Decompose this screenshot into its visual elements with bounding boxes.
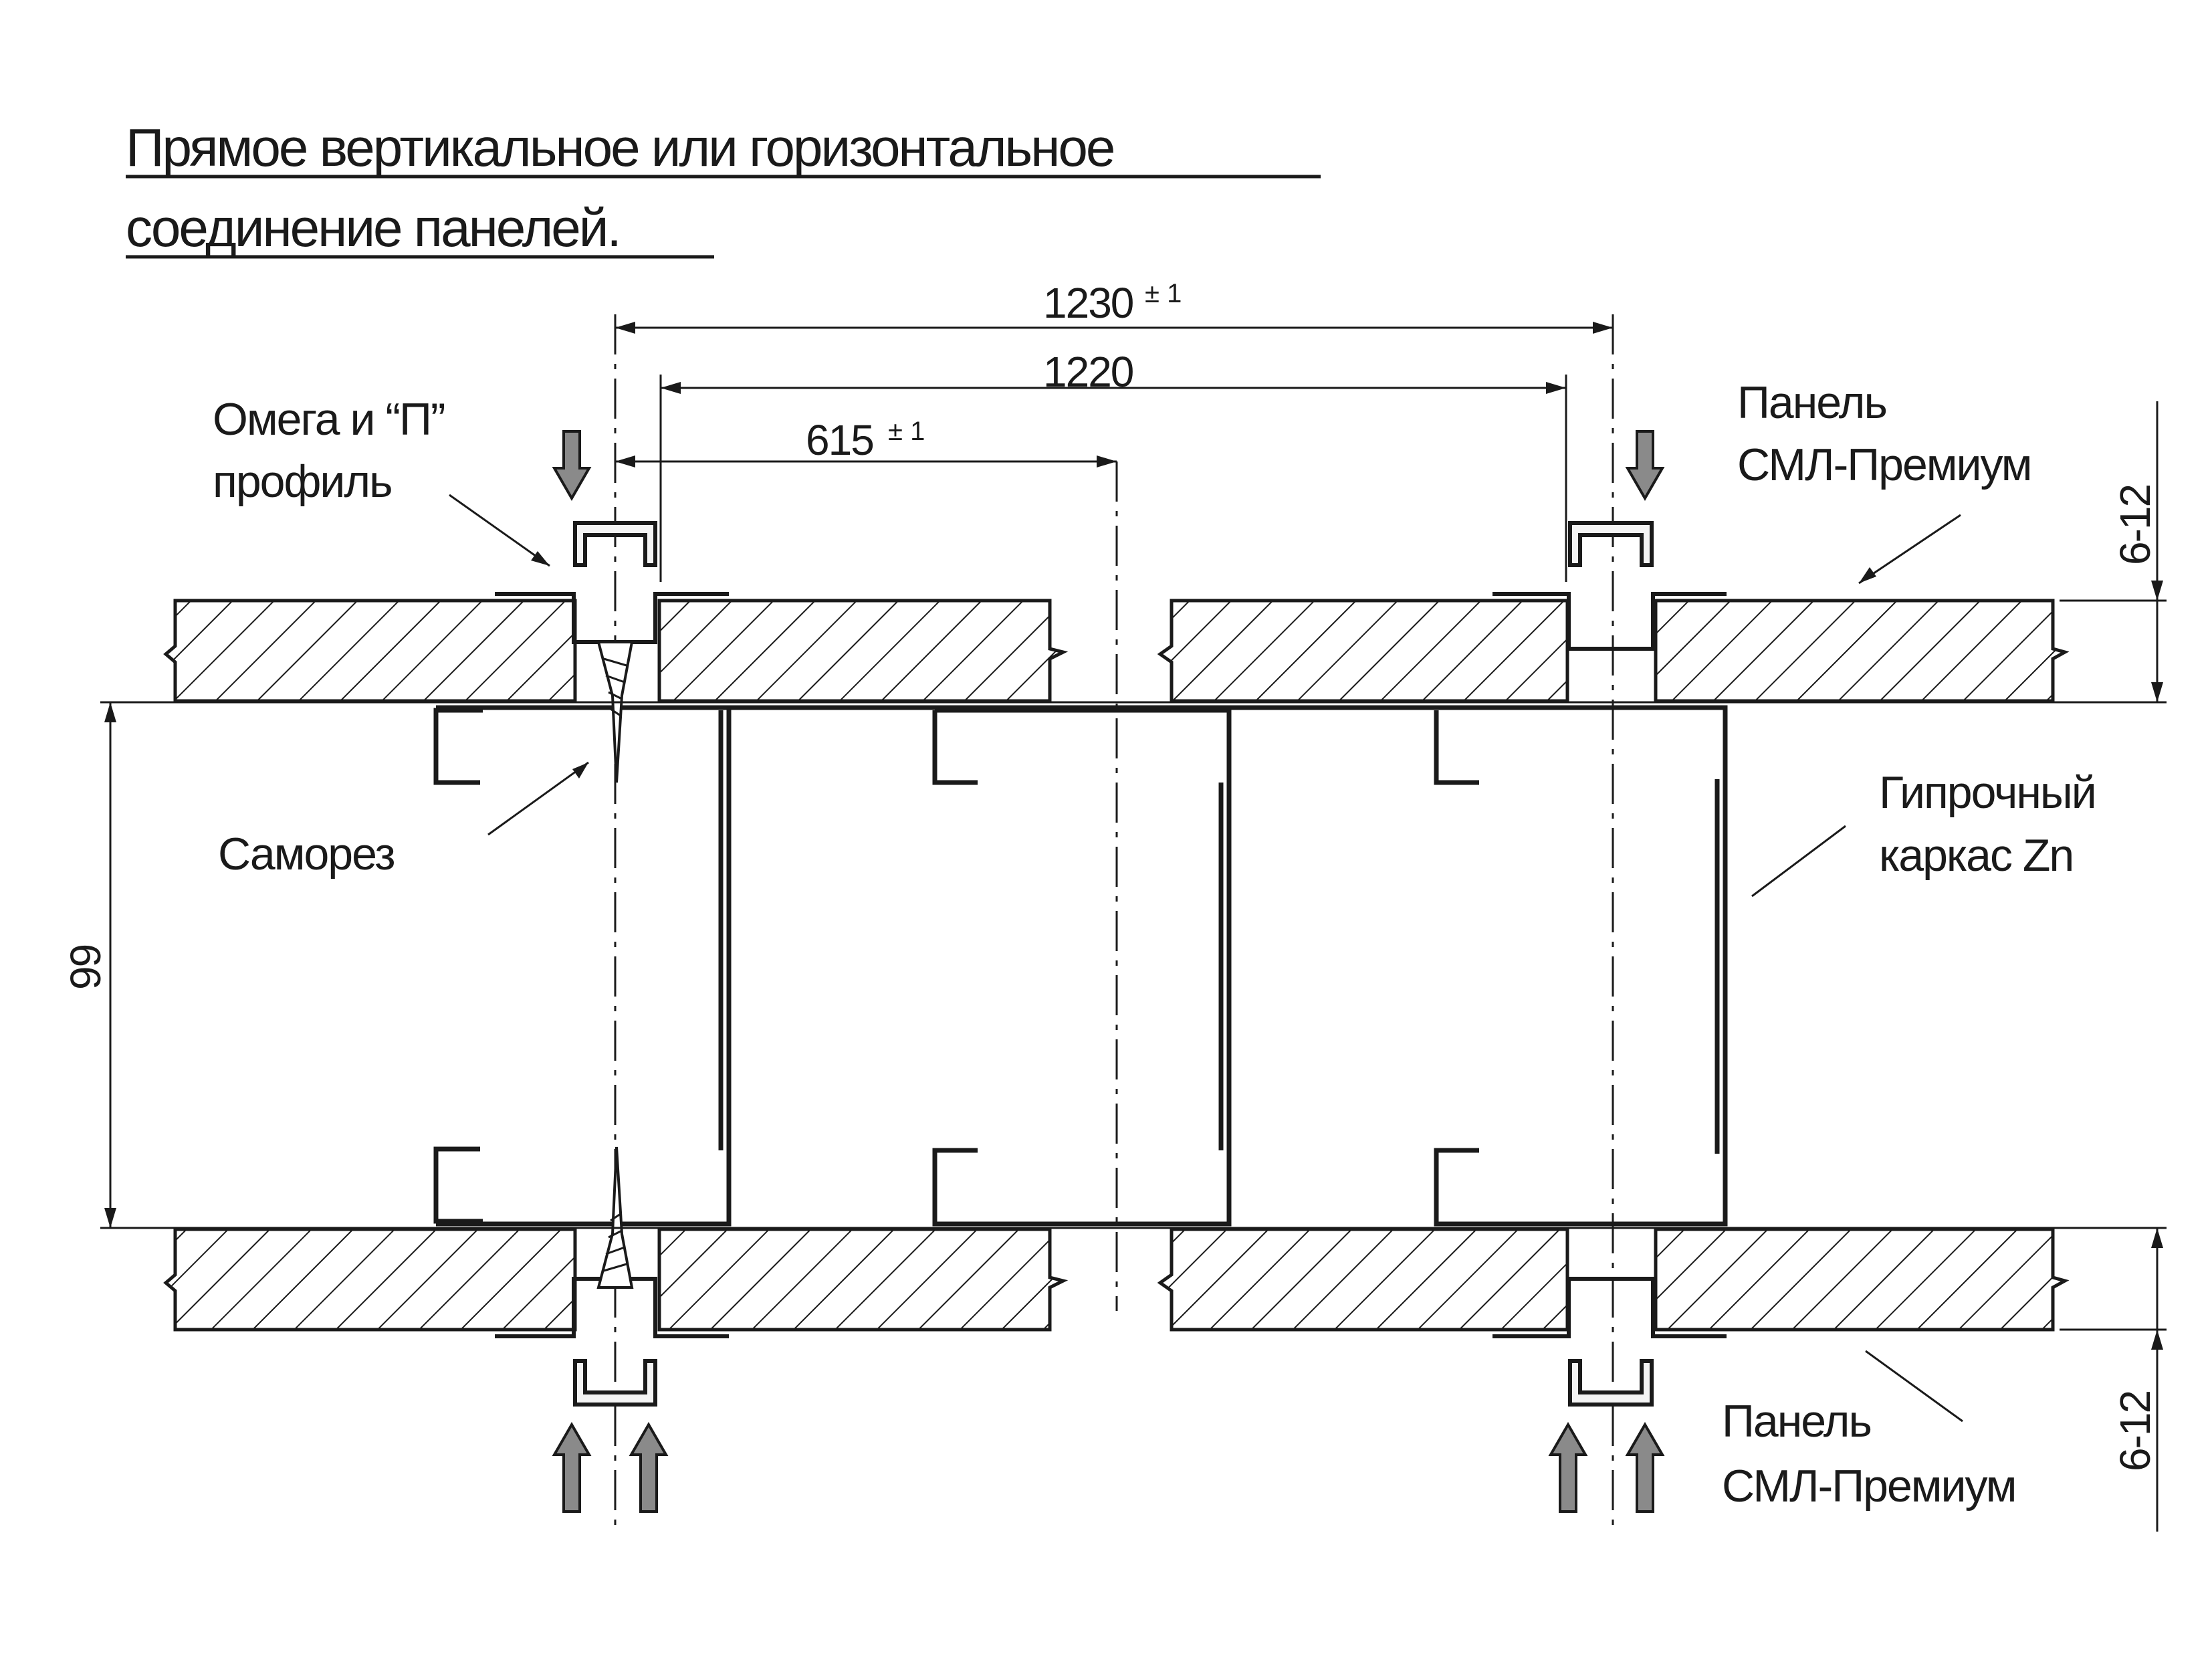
title-line-2: соединение панелей. (126, 198, 620, 257)
label-panel-bottom-line-1: Панель (1722, 1396, 1871, 1447)
label-omega-line-2: профиль (213, 456, 392, 507)
panel-bottom-1 (163, 1227, 577, 1332)
label-panel-top-line-2: СМЛ-Премиум (1737, 439, 2031, 490)
panel-bottom-4 (1654, 1227, 2070, 1332)
up-arrow-left-2 (629, 1422, 669, 1513)
dimension-1220: 1220 (659, 348, 1567, 582)
dim-1230-tolerance: ± 1 (1145, 279, 1182, 308)
dimension-615: 615 ± 1 (615, 416, 1117, 468)
metal-frame (433, 705, 1728, 1227)
label-panel-top-line-1: Панель (1737, 377, 1886, 428)
panel-top-1 (163, 599, 577, 703)
leader-panel-bottom (1865, 1350, 1963, 1423)
p-profile-top-right (1568, 521, 1654, 567)
top-panels (163, 599, 2070, 703)
dimension-6-12-bottom: 6-12 (2111, 1228, 2163, 1532)
dim-1230-value: 1230 (1043, 279, 1133, 327)
label-frame-line-1: Гипрочный (1879, 767, 2096, 818)
panel-bottom-2 (657, 1227, 1069, 1332)
down-arrow-right (1625, 430, 1665, 501)
dimension-99: 99 (62, 702, 116, 1228)
p-profile-bottom-left (573, 1359, 657, 1407)
leader-omega (449, 494, 550, 567)
title-line-1: Прямое вертикальное или горизонтальное (126, 118, 1113, 177)
panel-top-2 (657, 599, 1069, 703)
dim-99-value: 99 (62, 945, 110, 990)
panel-top-3 (1157, 599, 1569, 703)
dimension-6-12-top: 6-12 (2111, 401, 2163, 702)
screw-top (596, 641, 634, 783)
down-arrow-left (552, 430, 592, 501)
dim-6-12-bottom-value: 6-12 (2111, 1391, 2159, 1471)
p-profile-bottom-right (1568, 1359, 1654, 1407)
bottom-panels (163, 1227, 2070, 1332)
dim-6-12-top-value: 6-12 (2111, 485, 2159, 565)
panel-bottom-3 (1157, 1227, 1569, 1332)
label-frame-line-2: каркас Zn (1879, 830, 2073, 881)
label-omega-line-1: Омега и “П” (213, 394, 445, 445)
panel-top-4 (1654, 599, 2070, 703)
up-arrow-left-1 (552, 1422, 592, 1513)
p-profile-top-left (573, 521, 657, 567)
screw-bottom (596, 1146, 634, 1289)
dimension-1230: 1230 ± 1 (615, 279, 1613, 334)
leader-screw (487, 761, 589, 836)
leader-panel-top (1858, 514, 1961, 585)
dim-615-value: 615 (806, 416, 873, 464)
label-panel-bottom-line-2: СМЛ-Премиум (1722, 1461, 2016, 1512)
dim-615-tolerance: ± 1 (888, 417, 925, 446)
leader-frame (1751, 825, 1846, 898)
up-arrow-right-2 (1625, 1422, 1665, 1513)
dim-1220-value: 1220 (1043, 348, 1133, 396)
up-arrow-right-1 (1548, 1422, 1588, 1513)
label-screw: Саморез (218, 829, 395, 879)
